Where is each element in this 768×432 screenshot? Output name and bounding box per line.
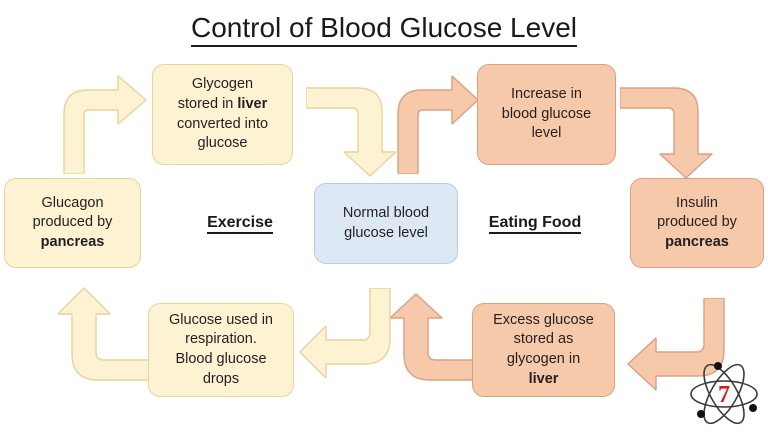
box-glucagon-line1: Glucagon [41, 194, 104, 211]
arrow-normal-to-increase [388, 74, 480, 174]
box-increase-line2: blood glucose [501, 105, 592, 122]
box-respiration-line2: respiration. [185, 331, 257, 348]
box-glycogen-to-glucose: Glycogen stored in liver converted into … [152, 64, 293, 165]
atom-logo-number: 7 [718, 382, 730, 408]
box-insulin-line1: Insulin [676, 194, 718, 211]
label-eating-food-text: Eating Food [488, 214, 582, 234]
label-exercise: Exercise [175, 214, 305, 234]
box-increase-glucose: Increase in blood glucose level [477, 64, 616, 165]
box-excess-line3: glycogen in [506, 351, 581, 367]
arrow-respiration-to-glucagon [48, 286, 152, 382]
box-glucagon-line3-bold: pancreas [40, 233, 105, 250]
arrow-glucagon-to-glycogen [52, 74, 148, 174]
box-glycogen-line3: converted into [176, 115, 269, 132]
box-insulin-line3-bold: pancreas [665, 233, 729, 250]
arrow-increase-to-insulin [620, 74, 716, 180]
box-respiration-line1: Glucose used in [169, 311, 273, 328]
box-glucose-respiration: Glucose used in respiration. Blood gluco… [148, 303, 294, 397]
box-excess-line2: stored as [513, 331, 574, 348]
page-title: Control of Blood Glucose Level [0, 12, 768, 47]
box-normal-line1: Normal blood [342, 204, 430, 221]
box-insulin: Insulin produced by pancreas [630, 178, 764, 268]
label-exercise-text: Exercise [207, 214, 273, 234]
box-excess-line1: Excess glucose [493, 311, 594, 328]
box-glycogen-line4: glucose [197, 135, 248, 152]
box-increase-line1: Increase in [511, 86, 582, 103]
box-glucagon: Glucagon produced by pancreas [4, 178, 141, 268]
arrow-glycogen-to-normal [306, 74, 398, 178]
label-eating-food: Eating Food [465, 214, 605, 234]
box-glucagon-line2: produced by [32, 214, 113, 231]
box-insulin-line2: produced by [657, 214, 737, 231]
box-normal-level: Normal blood glucose level [314, 183, 458, 264]
box-glycogen-line1: Glycogen [191, 76, 254, 93]
box-normal-line2: glucose level [344, 224, 428, 241]
box-increase-line3: level [531, 125, 562, 142]
box-glycogen-line2-bold: liver [237, 95, 268, 112]
page-title-text: Control of Blood Glucose Level [191, 12, 577, 47]
arrow-normal-to-respiration [296, 288, 392, 384]
box-respiration-line3: Blood glucose [175, 351, 267, 367]
atom-logo: 7 [686, 360, 762, 430]
box-glycogen-line2-pre: stored in [177, 95, 238, 112]
box-excess-glucose: Excess glucose stored as glycogen in liv… [472, 303, 615, 397]
box-excess-line4-bold: liver [528, 370, 559, 387]
arrow-excess-to-normal [382, 292, 482, 382]
box-respiration-line4: drops [202, 370, 240, 387]
